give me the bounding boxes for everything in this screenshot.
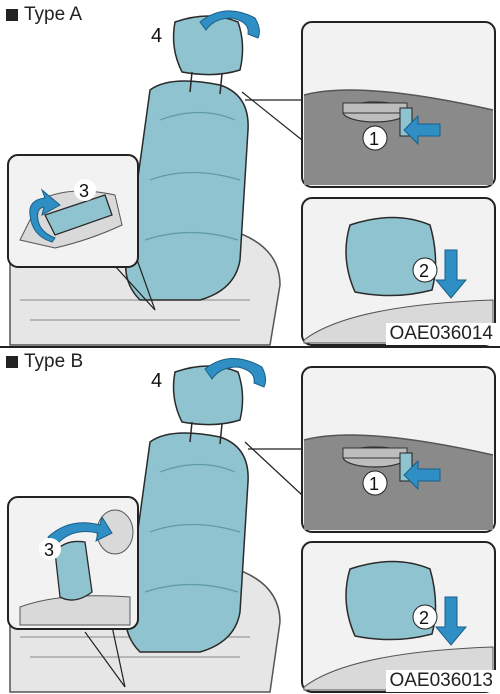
step-1-label: 1 bbox=[369, 129, 379, 149]
down-arrow-icon bbox=[434, 249, 468, 299]
square-bullet-icon bbox=[6, 356, 18, 368]
figure-code: OAE036013 bbox=[386, 670, 496, 692]
inset-recline-lever: 3 bbox=[7, 496, 139, 630]
figure-code: OAE036014 bbox=[386, 323, 496, 345]
down-arrow-icon bbox=[434, 596, 468, 646]
panel-title: Type B bbox=[6, 351, 83, 373]
push-arrow-icon bbox=[403, 114, 441, 146]
inset-release-button: 1 bbox=[301, 21, 496, 188]
square-bullet-icon bbox=[6, 9, 18, 21]
step-3-label: 3 bbox=[44, 540, 54, 560]
step-1-label: 1 bbox=[369, 474, 379, 494]
seat-diagram-type-a: 4 3 1 bbox=[7, 10, 496, 346]
inset-recline-lever: 3 bbox=[7, 154, 139, 268]
rotate-arrow-icon bbox=[47, 515, 113, 546]
rotate-arrow-icon bbox=[204, 358, 267, 388]
step-2-label: 2 bbox=[419, 608, 429, 628]
panel-title-text: Type A bbox=[24, 4, 83, 25]
diagram-panel-type-b: 4 3 1 bbox=[0, 347, 500, 694]
seatback bbox=[125, 80, 249, 301]
step-2-label: 2 bbox=[419, 261, 429, 281]
rotate-arrow-icon bbox=[199, 10, 260, 39]
headrest bbox=[172, 365, 244, 426]
inset-headrest-down: 2 bbox=[301, 197, 496, 346]
seatback bbox=[125, 432, 249, 653]
step-4-label: 4 bbox=[151, 370, 162, 392]
step-4-label: 4 bbox=[151, 25, 162, 47]
push-arrow-icon bbox=[403, 459, 441, 491]
inset-release-button: 1 bbox=[301, 366, 496, 533]
panel-title-text: Type B bbox=[24, 351, 84, 372]
inset-headrest-down: 2 bbox=[301, 541, 496, 693]
seat-diagram-type-b: 4 3 1 bbox=[7, 358, 496, 693]
diagram-panel-type-a: 4 3 1 bbox=[6, 4, 496, 346]
panel-divider bbox=[0, 346, 500, 348]
panel-title: Type A bbox=[6, 4, 82, 26]
step-3-label: 3 bbox=[79, 181, 89, 201]
rotate-arrow-icon bbox=[29, 188, 61, 243]
